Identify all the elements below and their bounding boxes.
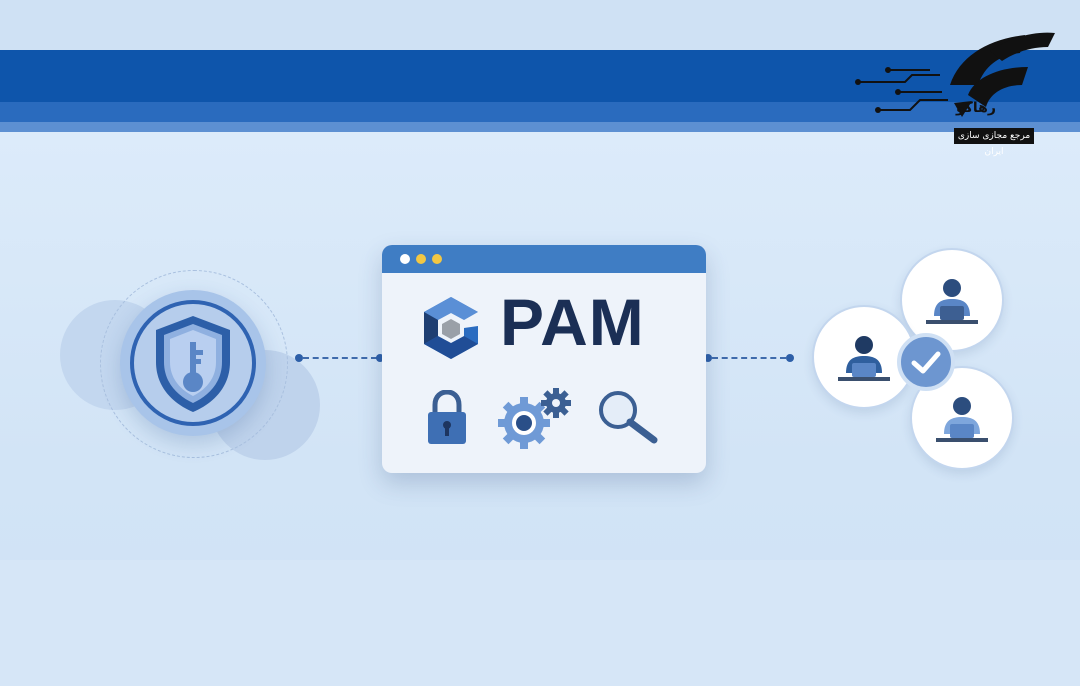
banner-stripe <box>0 102 1080 122</box>
magnifier-icon <box>599 391 658 444</box>
connector-line <box>712 357 786 359</box>
top-band <box>0 0 1080 50</box>
verified-badge <box>897 333 955 391</box>
connector-line <box>303 357 377 359</box>
user-at-laptop-icon <box>838 336 890 381</box>
window-control-dot <box>416 254 426 264</box>
connector-dot <box>786 354 794 362</box>
dashed-ring <box>100 270 288 458</box>
shield-key-icon <box>156 316 230 412</box>
connector-dot <box>295 354 303 362</box>
check-icon <box>911 351 941 374</box>
window-titlebar <box>382 245 706 273</box>
user-circle <box>812 305 916 409</box>
banner-edge <box>0 122 1080 132</box>
shield-badge <box>60 270 320 470</box>
connector-dot <box>704 354 712 362</box>
window-control-dot <box>400 254 410 264</box>
pam-window: PAM <box>382 245 706 473</box>
brand-name: رهاکو <box>956 100 996 116</box>
user-at-laptop-icon <box>926 279 978 324</box>
connector-dot <box>376 354 384 362</box>
pam-logo-icon <box>424 297 478 359</box>
background-lower <box>0 560 1080 686</box>
padlock-icon <box>428 390 466 444</box>
user-at-laptop-icon <box>936 397 988 442</box>
pam-title: PAM <box>500 285 645 359</box>
window-control-dot <box>432 254 442 264</box>
gears-icon <box>498 388 571 449</box>
brand-logo-icon <box>855 32 1055 117</box>
brand-tagline: مرجع مجازی سازی ایران <box>954 128 1034 157</box>
